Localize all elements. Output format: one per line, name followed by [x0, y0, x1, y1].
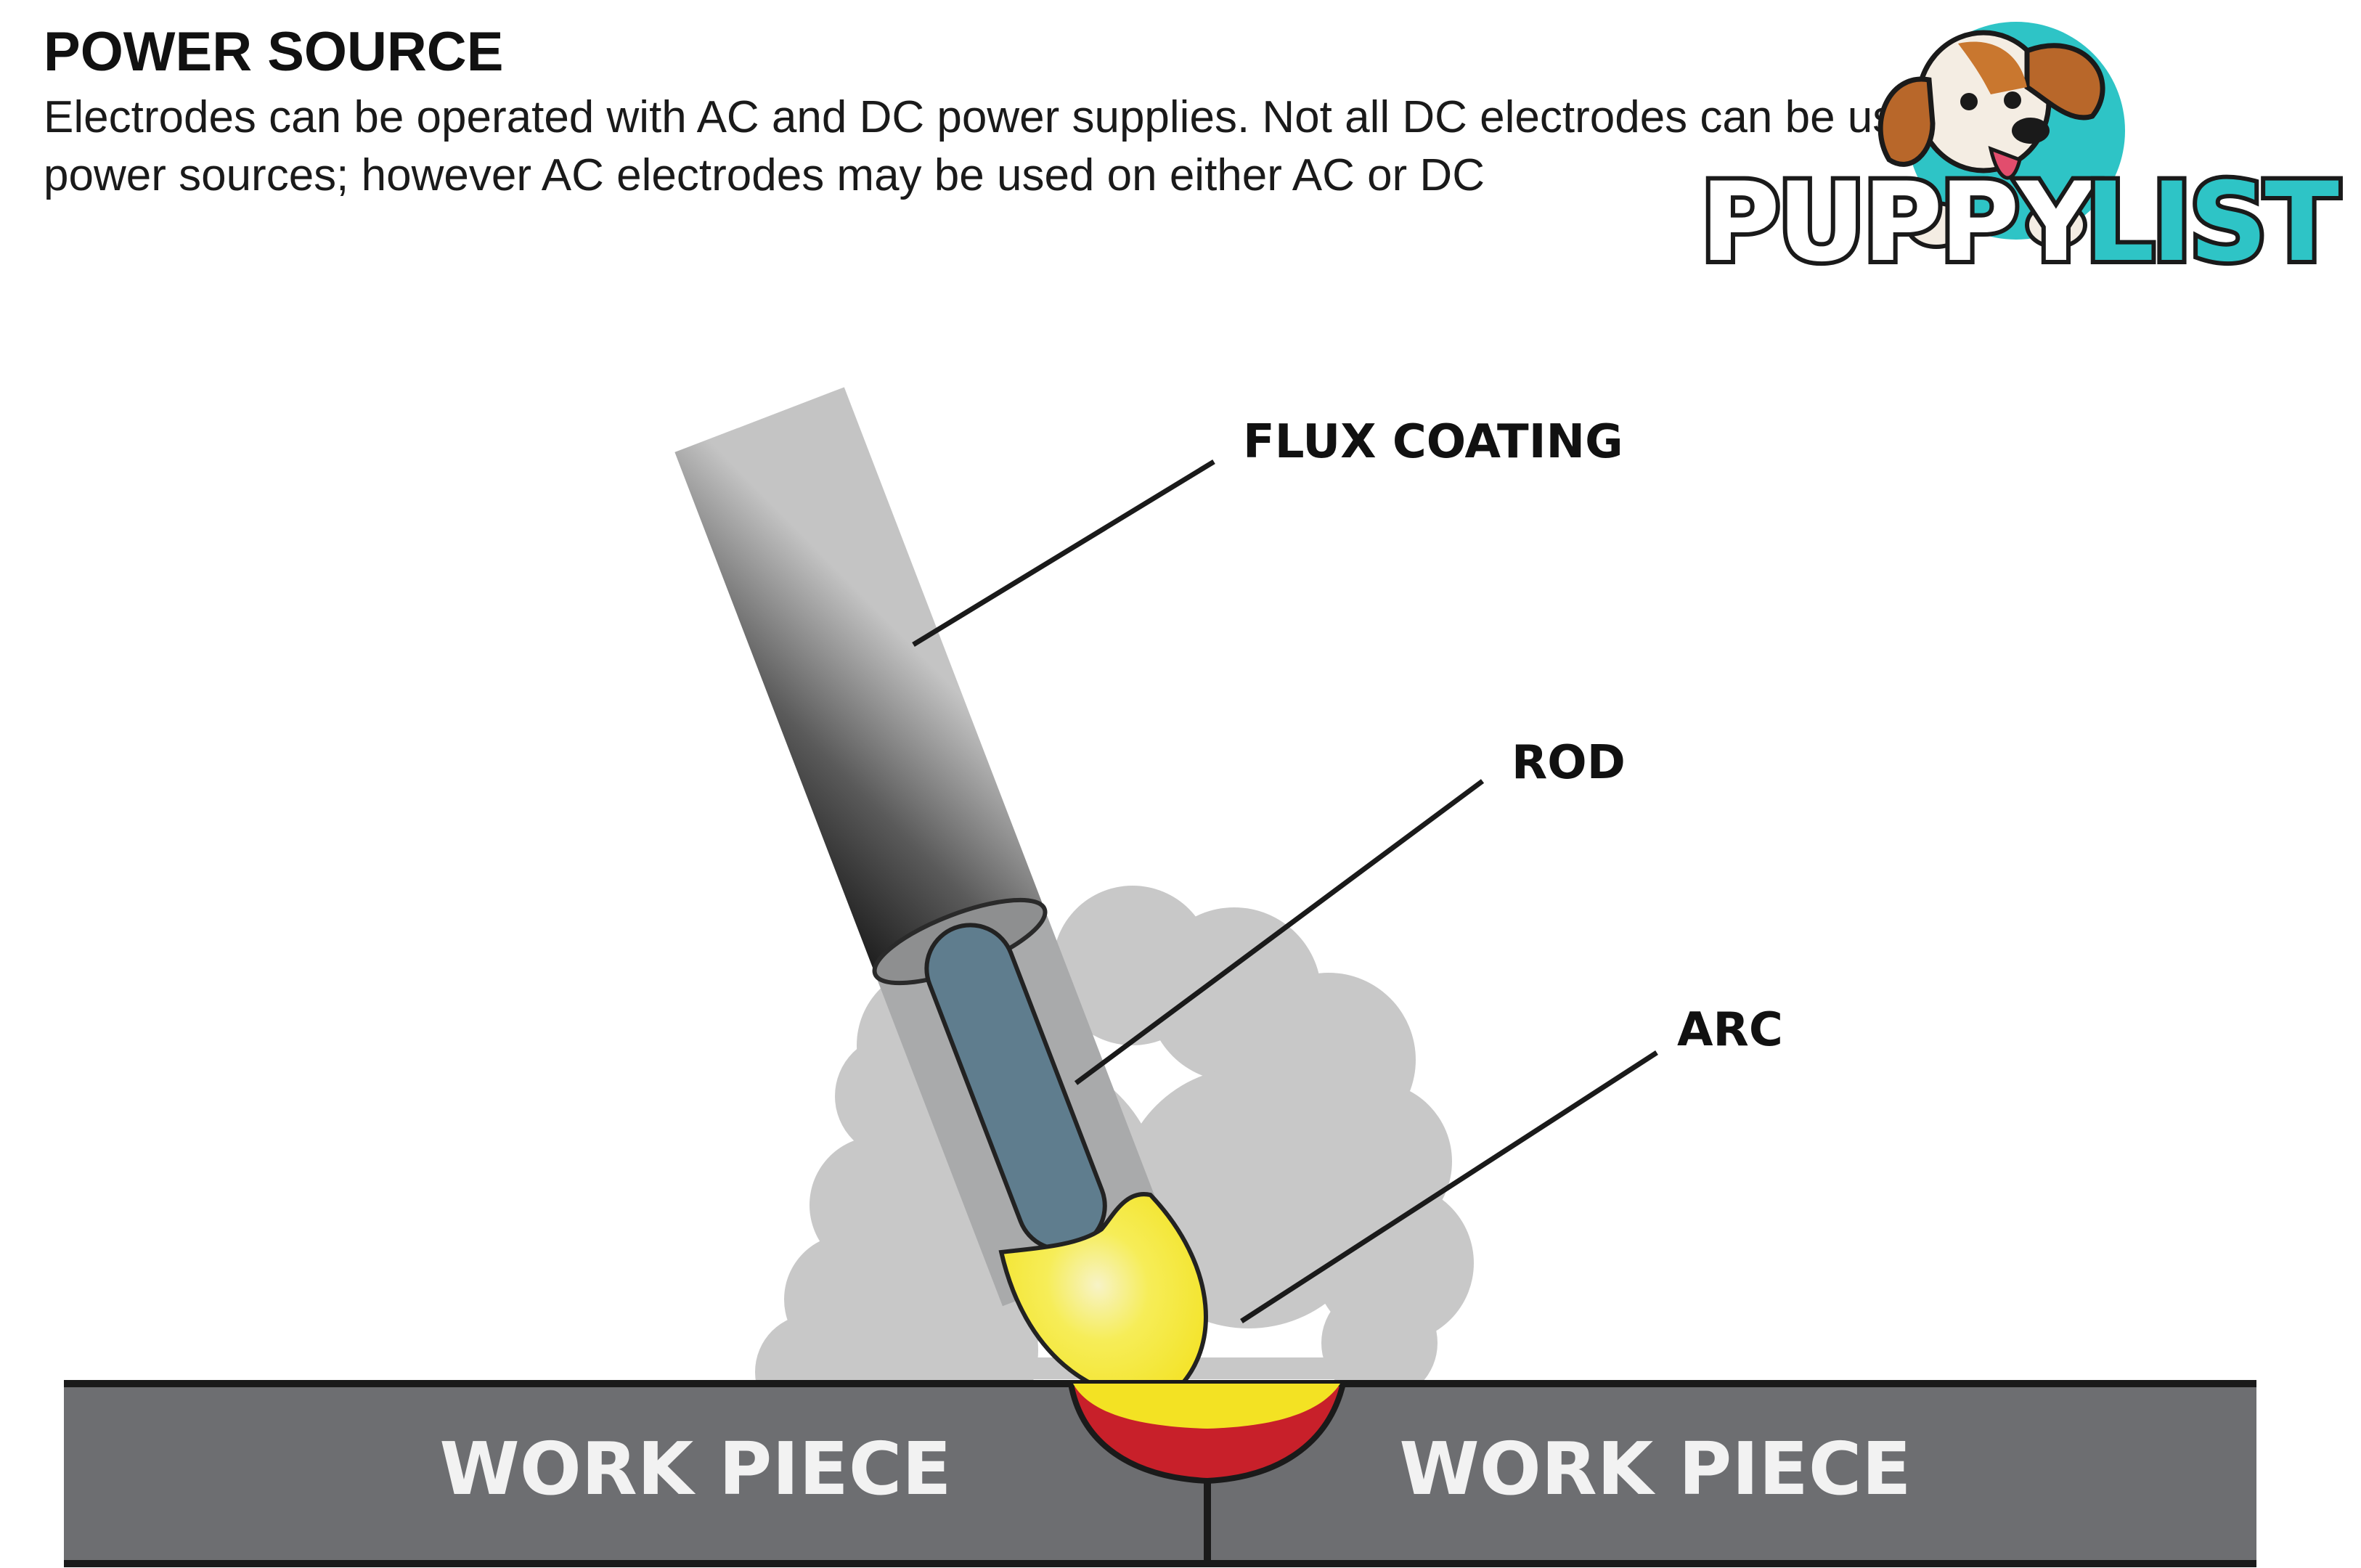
arc-leader [1240, 1050, 1658, 1323]
arc-label: ARC [1677, 1003, 1783, 1057]
arc-base [1073, 1384, 1340, 1429]
flux-coating-label: FLUX COATING [1243, 415, 1623, 469]
electrode [674, 387, 1208, 1402]
flux-coating-shell [674, 387, 1045, 974]
rod-label: ROD [1512, 736, 1626, 790]
logo-wordmark-puppy: PUPPY [1700, 160, 2097, 286]
puppylist-logo: PUPPY LIST [1696, 22, 2346, 290]
work-piece-right [1207, 1384, 2256, 1564]
work-piece-right-label: WORK PIECE [1399, 1426, 1911, 1511]
rod-leader [1074, 779, 1485, 1085]
work-piece-left-label: WORK PIECE [439, 1426, 951, 1511]
work-pieces [64, 1380, 2256, 1567]
flux-coating-leader [912, 460, 1215, 647]
logo-wordmark-list: LIST [2085, 160, 2338, 286]
document-header: POWER SOURCE Electrodes can be operated … [44, 22, 2331, 205]
arc-glow [998, 1192, 1208, 1402]
body-text-line-1: Electrodes can be operated with AC and D… [44, 91, 2081, 142]
section-heading: POWER SOURCE [44, 21, 504, 83]
dog-head-icon [1877, 30, 2105, 249]
body-text-line-2: power sources; however AC electrodes may… [44, 150, 1485, 200]
work-piece-left [64, 1384, 1207, 1564]
